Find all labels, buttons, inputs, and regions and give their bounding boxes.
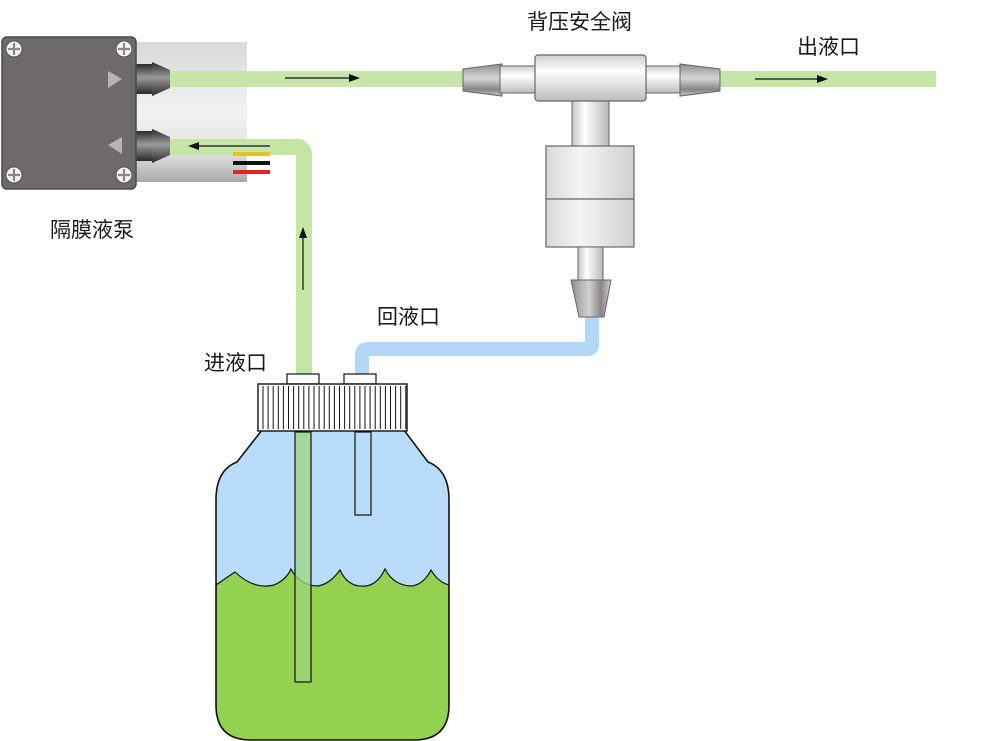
screw-icon: [5, 166, 23, 184]
cap-body: [257, 383, 408, 432]
return-port-label: 回液口: [377, 305, 440, 329]
arrow-to-outlet: [755, 75, 828, 83]
outlet-direction-icon: [108, 71, 122, 88]
screw-icon: [115, 166, 133, 184]
pump-inlet-barb: [136, 129, 170, 163]
arrow-into-pump: [188, 142, 270, 150]
back-pressure-valve: [462, 54, 721, 318]
screw-icon: [115, 40, 133, 58]
pump-outlet-barb: [136, 62, 170, 96]
wire-yellow: [233, 152, 270, 156]
valve-label: 背压安全阀: [527, 10, 632, 34]
return-dip-tube: [354, 431, 372, 516]
liquid-surface: [216, 567, 449, 740]
screw-icon: [5, 40, 23, 58]
return-cap-port: [343, 373, 377, 385]
inlet-direction-icon: [108, 137, 122, 154]
inlet-tube: [160, 139, 312, 380]
supply-tube-pump-to-valve: [160, 71, 465, 87]
outlet-label: 出液口: [797, 35, 860, 59]
pump-label: 隔膜液泵: [50, 218, 134, 242]
arrow-pump-to-valve: [285, 74, 360, 82]
wire-red: [233, 170, 270, 174]
inlet-cap-port: [286, 373, 320, 385]
cap-ridges: [262, 386, 407, 429]
bottle-cap: [257, 373, 408, 432]
bottle-outline: [215, 429, 450, 741]
return-tube: [355, 315, 599, 380]
arrow-up-inlet: [299, 227, 307, 290]
wire-black: [233, 161, 270, 165]
diaphragm-pump: [1, 36, 137, 190]
reservoir-bottle: [215, 429, 450, 741]
inlet-dip-tube: [294, 431, 312, 683]
inlet-label: 进液口: [204, 351, 267, 375]
